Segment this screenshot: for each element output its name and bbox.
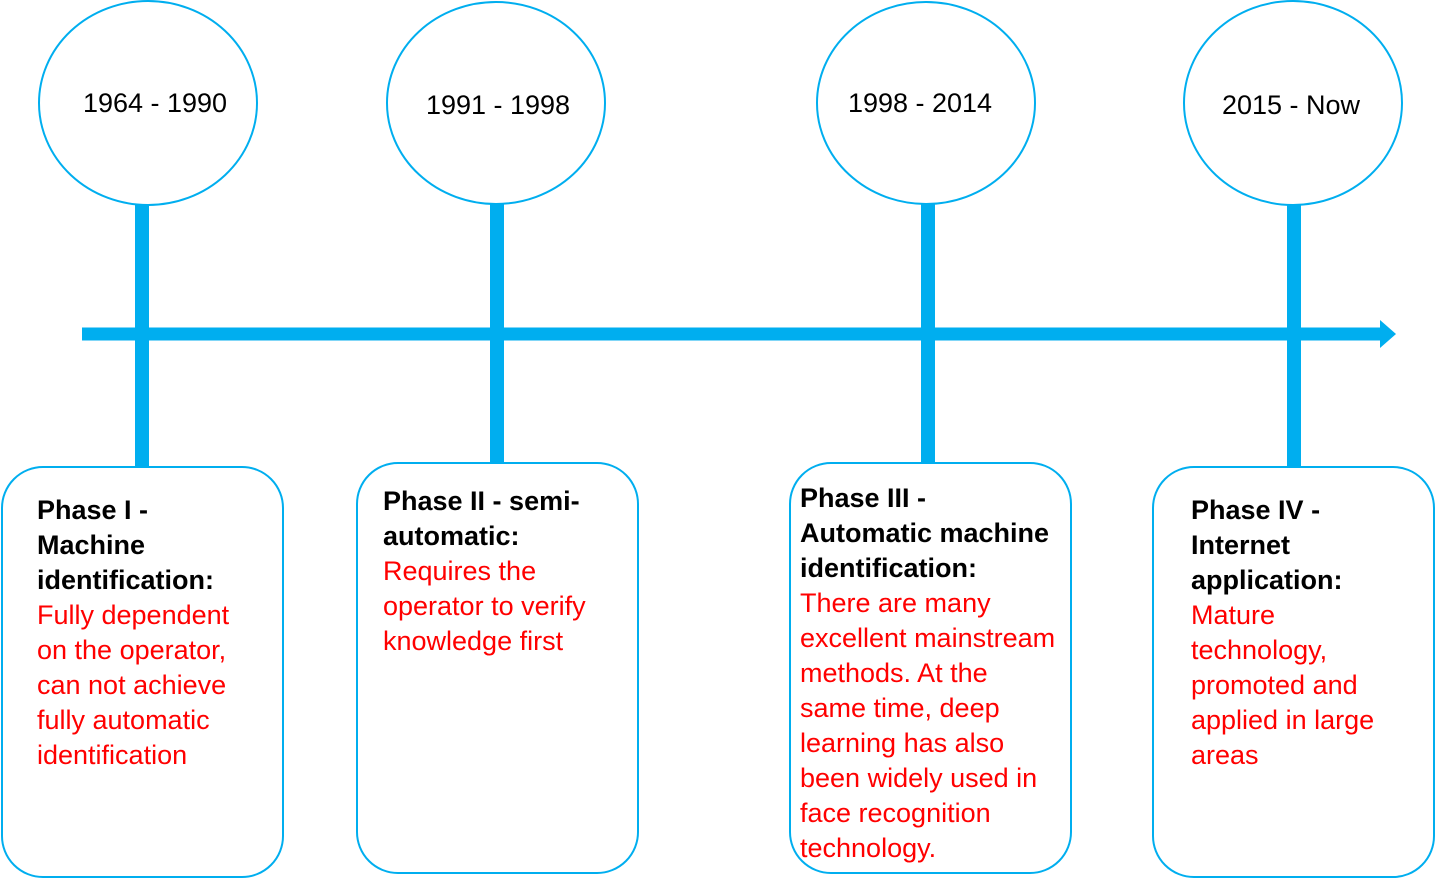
phase-description-4: Mature technology, promoted and applied …	[1191, 598, 1374, 773]
phase-description-line: Mature	[1191, 600, 1276, 630]
period-label-3: 1998 - 2014	[847, 88, 993, 118]
phase-description-1: Fully dependent on the operator, can not…	[37, 598, 229, 773]
phase-text-1: Phase I - Machine identification: Fully …	[37, 493, 229, 773]
phase-title-line: Automatic machine	[800, 518, 1050, 548]
phase-description-line: promoted and	[1191, 670, 1358, 700]
phase-description-line: areas	[1191, 740, 1259, 770]
phase-description-line: Requires the	[383, 556, 537, 586]
period-circle-4	[1183, 0, 1403, 206]
connector-phase-2	[490, 203, 504, 463]
phase-description-line: technology,	[1191, 635, 1328, 665]
phase-title-3: Phase III - Automatic machine identifica…	[800, 481, 1055, 586]
period-circle-1	[38, 0, 258, 206]
phase-title-1: Phase I - Machine identification:	[37, 493, 229, 598]
phase-text-2: Phase II - semi- automatic: Requires the…	[383, 484, 586, 659]
connector-phase-1	[135, 205, 149, 467]
phase-title-line: identification:	[800, 553, 977, 583]
phase-description-line: been widely used in	[800, 763, 1038, 793]
phase-card-2	[356, 462, 639, 874]
phase-text-3: Phase III - Automatic machine identifica…	[800, 481, 1055, 866]
phase-description-line: knowledge first	[383, 626, 564, 656]
period-label-2: 1991 - 1998	[425, 90, 571, 120]
phase-title-line: Phase II - semi-	[383, 486, 580, 516]
phase-title-line: Machine	[37, 530, 146, 560]
phase-description-line: on the operator,	[37, 635, 227, 665]
phase-description-3: There are many excellent mainstream meth…	[800, 586, 1055, 866]
connector-phase-4	[1287, 205, 1301, 467]
phase-description-line: same time, deep	[800, 693, 1000, 723]
phase-card-3	[789, 462, 1072, 874]
phase-description-line: There are many	[800, 588, 991, 618]
phase-description-line: identification	[37, 740, 188, 770]
period-label-1: 1964 - 1990	[82, 88, 228, 118]
phase-title-line: Phase III -	[800, 483, 927, 513]
phase-title-4: Phase IV - Internet application:	[1191, 493, 1374, 598]
phase-title-2: Phase II - semi- automatic:	[383, 484, 586, 554]
period-circle-3	[816, 1, 1036, 205]
period-label-4: 2015 - Now	[1221, 90, 1361, 120]
phase-description-line: methods. At the	[800, 658, 988, 688]
phase-description-line: can not achieve	[37, 670, 227, 700]
phase-card-1	[1, 466, 284, 878]
phase-description-line: applied in large	[1191, 705, 1375, 735]
phase-title-line: automatic:	[383, 521, 520, 551]
phase-description-line: technology.	[800, 833, 937, 863]
timeline-arrowhead	[1380, 320, 1396, 348]
phase-description-line: excellent mainstream	[800, 623, 1056, 653]
phase-title-line: Phase IV -	[1191, 495, 1321, 525]
phase-title-line: identification:	[37, 565, 214, 595]
phase-title-line: application:	[1191, 565, 1343, 595]
phase-description-line: Fully dependent	[37, 600, 230, 630]
phase-title-line: Internet	[1191, 530, 1291, 560]
phase-description-2: Requires the operator to verify knowledg…	[383, 554, 586, 659]
phase-title-line: Phase I -	[37, 495, 149, 525]
period-circle-2	[386, 1, 606, 205]
phase-description-line: learning has also	[800, 728, 1005, 758]
phase-description-line: operator to verify	[383, 591, 586, 621]
phase-text-4: Phase IV - Internet application: Mature …	[1191, 493, 1374, 773]
phase-description-line: face recognition	[800, 798, 991, 828]
connector-phase-3	[921, 203, 935, 463]
phase-description-line: fully automatic	[37, 705, 210, 735]
phase-card-4	[1152, 466, 1435, 878]
